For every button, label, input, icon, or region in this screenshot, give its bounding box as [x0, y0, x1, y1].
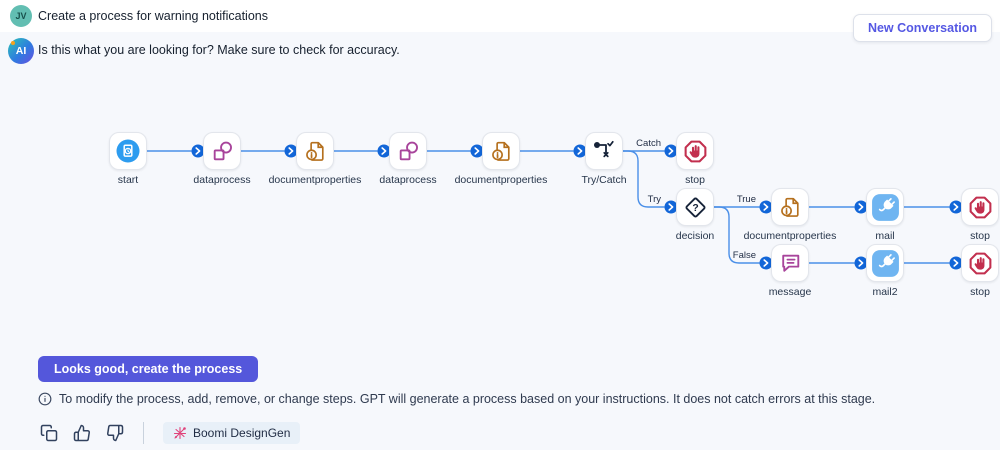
- flow-node-label: start: [117, 174, 139, 186]
- flow-node-label: dataprocess: [193, 174, 251, 186]
- flow-node-message[interactable]: [771, 244, 809, 282]
- user-message-row: JV Create a process for warning notifica…: [0, 0, 1000, 32]
- svg-text:?: ?: [692, 203, 698, 214]
- flow-node-label: mail2: [872, 286, 898, 298]
- flow-node-trycatch[interactable]: [585, 132, 623, 170]
- boomi-designgen-badge[interactable]: Boomi DesignGen: [163, 422, 301, 444]
- info-note-text: To modify the process, add, remove, or c…: [59, 392, 876, 406]
- edge-label: False: [733, 250, 756, 261]
- spark-icon: [11, 41, 15, 45]
- edge-label: True: [737, 194, 756, 205]
- flow-node-documentproperties3[interactable]: [771, 188, 809, 226]
- flow-node-label: documentproperties: [454, 174, 548, 186]
- documentproperties-icon: [780, 197, 799, 217]
- flow-node-label: stop: [970, 286, 990, 298]
- start-icon: [116, 139, 140, 163]
- thumbs-down-icon[interactable]: [106, 424, 124, 442]
- flow-node-dataprocess1[interactable]: [203, 132, 241, 170]
- dataprocess-icon: [399, 141, 418, 160]
- flow-node-label: stop: [970, 230, 990, 242]
- flow-node-label: message: [768, 286, 812, 298]
- stop-icon: [684, 140, 706, 162]
- user-avatar-initials: JV: [15, 11, 27, 21]
- flow-node-label: documentproperties: [268, 174, 362, 186]
- documentproperties-icon: [305, 141, 324, 161]
- badge-label: Boomi DesignGen: [193, 426, 291, 440]
- decision-icon: ?: [685, 197, 705, 217]
- boomi-logo-icon: [173, 426, 187, 440]
- documentproperties-icon: [491, 141, 510, 161]
- stop-icon: [969, 196, 991, 218]
- flow-node-decision[interactable]: ?: [676, 188, 714, 226]
- message-icon: [781, 254, 799, 272]
- flow-node-stop2[interactable]: [961, 188, 999, 226]
- flow-node-stop1[interactable]: [676, 132, 714, 170]
- flow-node-stop3[interactable]: [961, 244, 999, 282]
- flow-node-label: mail: [875, 230, 895, 242]
- flow-node-label: decision: [675, 230, 715, 242]
- flow-node-start[interactable]: [109, 132, 147, 170]
- flow-node-documentproperties1[interactable]: [296, 132, 334, 170]
- actions-divider: [143, 422, 144, 444]
- flow-node-label: stop: [685, 174, 705, 186]
- flow-node-mail2[interactable]: [866, 244, 904, 282]
- flow-node-documentproperties2[interactable]: [482, 132, 520, 170]
- flow-node-label: Try/Catch: [581, 174, 627, 186]
- create-process-button[interactable]: Looks good, create the process: [38, 356, 259, 382]
- flow-node-label: documentproperties: [743, 230, 837, 242]
- message-actions-row: Boomi DesignGen: [40, 422, 301, 444]
- ai-message-text: Is this what you are looking for? Make s…: [38, 43, 400, 57]
- mail-connector-icon: [871, 193, 899, 221]
- ai-response-section: AI Is this what you are looking for? Mak…: [0, 32, 1000, 450]
- ai-avatar-initials: AI: [15, 45, 27, 57]
- flow-node-mail[interactable]: [866, 188, 904, 226]
- new-conversation-button[interactable]: New Conversation: [852, 14, 992, 42]
- edge-label: Catch: [636, 138, 661, 149]
- user-avatar: JV: [10, 5, 32, 27]
- thumbs-up-icon[interactable]: [73, 424, 91, 442]
- ai-avatar: AI: [8, 38, 34, 64]
- trycatch-icon: [594, 140, 614, 158]
- edge-label: Try: [648, 194, 662, 205]
- flow-node-dataprocess2[interactable]: [389, 132, 427, 170]
- copy-icon[interactable]: [40, 424, 58, 442]
- mail-connector-icon: [871, 249, 899, 277]
- info-icon: [38, 392, 52, 406]
- dataprocess-icon: [213, 141, 232, 160]
- stop-icon: [969, 252, 991, 274]
- flow-node-label: dataprocess: [379, 174, 437, 186]
- info-note-row: To modify the process, add, remove, or c…: [38, 392, 875, 406]
- user-message-text: Create a process for warning notificatio…: [38, 9, 268, 23]
